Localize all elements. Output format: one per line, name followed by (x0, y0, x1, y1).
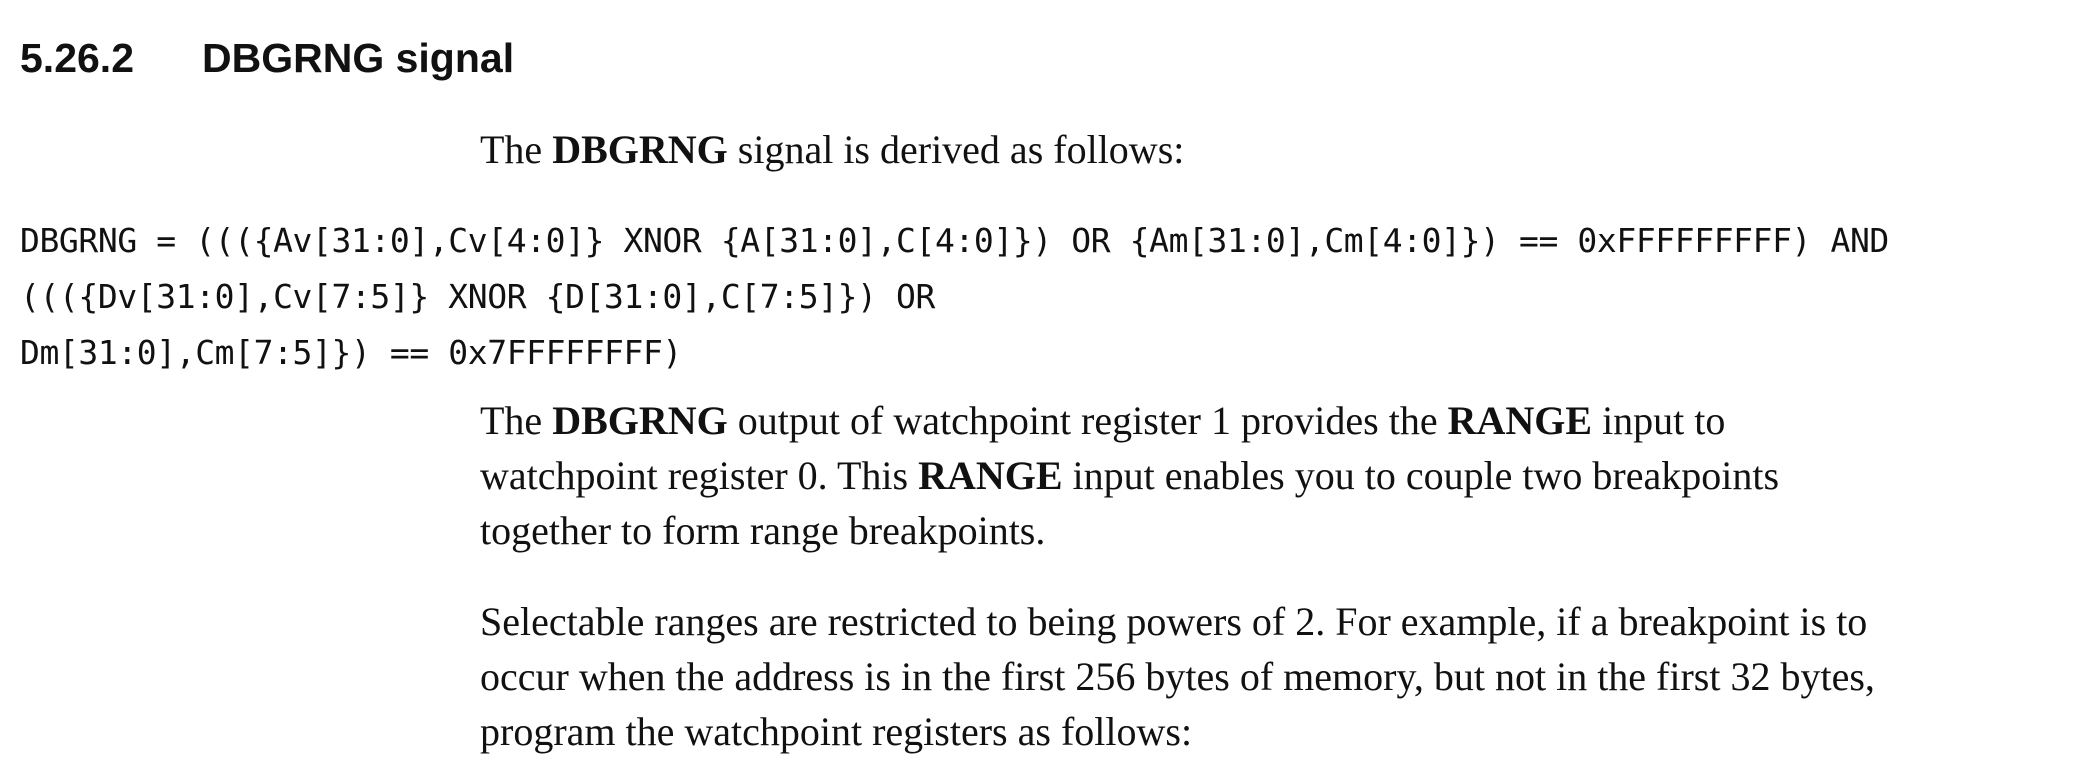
intro-prefix: The (480, 127, 553, 172)
signal-name-range: RANGE (918, 453, 1063, 498)
equation-line-2: ((({Dv[31:0],Cv[7:5]} XNOR {D[31:0],C[7:… (20, 277, 935, 316)
section-title: DBGRNG signal (202, 35, 515, 81)
equation-line-1: DBGRNG = ((({Av[31:0],Cv[4:0]} XNOR {A[3… (20, 221, 1889, 260)
signal-name-range: RANGE (1447, 398, 1593, 443)
ranges-line-2: occur when the address is in the first 2… (480, 654, 1875, 699)
signal-name-dbgrng: DBGRNG (552, 398, 728, 443)
range-line-3: together to form range breakpoints. (480, 508, 1046, 553)
text-run: watchpoint register 0. This (480, 453, 919, 498)
equation-line-3: Dm[31:0],Cm[7:5]}) == 0x7FFFFFFFF) (20, 333, 682, 372)
intro-paragraph: The DBGRNG signal is derived as follows: (480, 122, 1184, 177)
ranges-line-1: Selectable ranges are restricted to bein… (480, 599, 1868, 644)
range-line-2: watchpoint register 0. This RANGE input … (480, 453, 1779, 498)
text-run: input enables you to couple two breakpoi… (1062, 453, 1780, 498)
ranges-line-3: program the watchpoint registers as foll… (480, 709, 1193, 754)
section-number: 5.26.2 (20, 35, 134, 81)
intro-suffix: signal is derived as follows: (727, 127, 1185, 172)
text-run: The (480, 398, 553, 443)
dbgrng-equation: DBGRNG = ((({Av[31:0],Cv[4:0]} XNOR {A[3… (20, 213, 1889, 381)
text-run: input to (1592, 398, 1726, 443)
range-line-1: The DBGRNG output of watchpoint register… (480, 398, 1725, 443)
intro-signal-name: DBGRNG (552, 127, 728, 172)
range-input-paragraph: The DBGRNG output of watchpoint register… (480, 393, 1779, 558)
text-run: output of watchpoint register 1 provides… (727, 398, 1448, 443)
selectable-ranges-paragraph: Selectable ranges are restricted to bein… (480, 594, 1875, 759)
section-heading: 5.26.2 DBGRNG signal (20, 30, 514, 86)
